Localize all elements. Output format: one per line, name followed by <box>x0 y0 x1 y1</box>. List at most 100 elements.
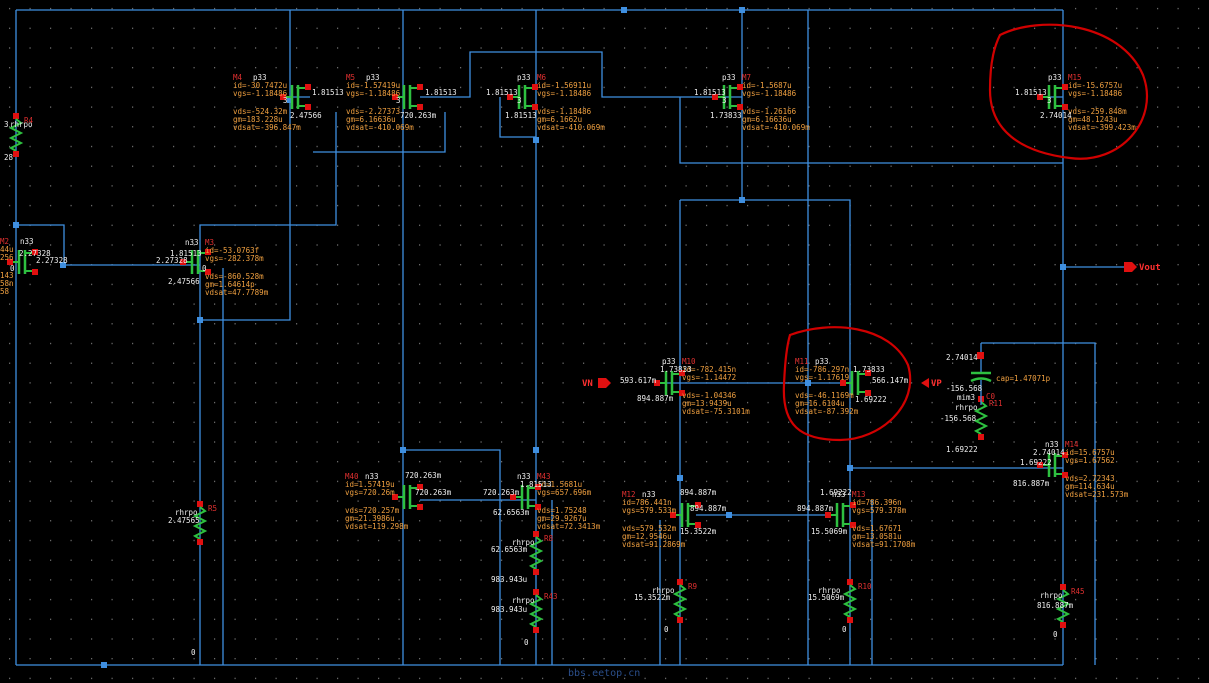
device-model: p33 <box>662 357 676 366</box>
device-param: id=-1.57419u <box>346 81 400 90</box>
resistor-model: rhrpo <box>955 403 978 412</box>
transistor-m14[interactable]: M14n33id=15.6757uvgs=1.67562vds=2.72343g… <box>1013 440 1129 499</box>
device-param: vdsat=-410.069m <box>346 123 414 132</box>
device-param: gm=21.3986u <box>345 514 395 523</box>
device-net-label: 720.263m <box>405 471 442 480</box>
transistor-m13[interactable]: M13n33id=786.396nvgs=579.378mvds=1.67671… <box>797 488 916 549</box>
device-param: vdsat=-396.847m <box>233 123 301 132</box>
transistor-m15[interactable]: M15p33id=-15.6757uvgs=-1.18486vds=-259.8… <box>1015 73 1136 132</box>
device-param: vgs=-1.18486 <box>1068 89 1123 98</box>
device-net-label: 1.81513 <box>170 249 202 258</box>
device-pin-number: 3 <box>396 96 401 105</box>
transistor-m3[interactable]: M3n33id=-53.0763fvgs=-282.378mvds=-860.5… <box>156 238 269 297</box>
device-param: vgs=-1.17619 <box>795 373 849 382</box>
device-net-label: 720.263m <box>400 111 437 120</box>
device-param: vgs=-1.18486 <box>537 89 592 98</box>
transistor-m7[interactable]: M7p33id=-1.5687uvgs=-1.18486vds=-1.26166… <box>694 73 810 132</box>
device-net-label: 1.81513 <box>486 88 518 97</box>
device-param: gm=6.16636u <box>346 115 396 124</box>
resistor-value: 0 <box>524 638 529 647</box>
device-param: vds=-1.26166 <box>742 107 797 116</box>
transistor-m6[interactable]: M6p33id=-1.56911uvgs=-1.18486vds=-1.1848… <box>486 73 605 132</box>
device-param: vdsat=91.1708m <box>852 540 916 549</box>
device-pin-number: 3 <box>283 96 288 105</box>
device-param: vdsat=-87.392m <box>795 407 859 416</box>
device-model: p33 <box>517 73 531 82</box>
device-model: n33 <box>642 490 656 499</box>
device-name: M3 <box>205 238 214 247</box>
device-name: M15 <box>1068 73 1082 82</box>
device-param: id=1.5681u <box>537 480 582 489</box>
device-param: gm=13.0581u <box>852 532 902 541</box>
device-param: vgs=579.533m <box>622 506 677 515</box>
device-net-label: 816.887m <box>1013 479 1050 488</box>
resistor-value: 983.943u <box>491 605 527 614</box>
device-net-label: 1.73833 <box>853 365 885 374</box>
device-net-label: 593.617m <box>620 376 657 385</box>
device-param: vdsat=231.573m <box>1065 490 1129 499</box>
device-param: vdsat=72.3413m <box>537 522 601 531</box>
resistor-value: -156.568 <box>940 414 977 423</box>
device-param: vdsat=-410.069m <box>742 123 810 132</box>
transistor-m10[interactable]: M10p33id=-782.415nvgs=-1.14472vds=-1.043… <box>620 357 750 416</box>
device-param: gm=114.634u <box>1065 482 1115 491</box>
resistor-model: rhrpo <box>818 586 841 595</box>
port-vn[interactable]: VN <box>582 378 611 389</box>
device-param: id=-1.5687u <box>742 81 792 90</box>
device-name: M4 <box>233 73 243 82</box>
device-model: n33 <box>1045 440 1059 449</box>
resistor-value: 15.5069m <box>808 593 845 602</box>
device-param: vds=579.532m <box>622 524 677 533</box>
device-param: gm=13.9439u <box>682 399 732 408</box>
annotation-circles <box>782 23 1149 442</box>
wires <box>15 9 1125 666</box>
device-param: id=-782.415n <box>682 365 736 374</box>
port-vp[interactable]: VP <box>921 378 942 389</box>
capacitor-c0[interactable]: 2.74014 -156.568 cap=1.47071p mim3 C0 <box>946 343 1051 405</box>
device-param: vds=-259.848m <box>1068 107 1127 116</box>
device-param: vdsat=119.298m <box>345 522 409 531</box>
device-name: M43 <box>537 472 551 481</box>
device-pin-number: 3 <box>722 96 727 105</box>
device-param: gm=29.9267u <box>537 514 587 523</box>
device-param: vds=2.72343 <box>1065 474 1115 483</box>
port-vout[interactable]: Vout <box>1124 262 1161 273</box>
watermark: bbs.eetop.cn <box>568 668 640 679</box>
device-net-label: 720.263m <box>415 488 452 497</box>
device-param: 58n <box>0 279 14 288</box>
transistor-m43[interactable]: M43n33id=1.5681uvgs=657.696mvds=1.75248g… <box>483 472 601 531</box>
device-param: 256 <box>0 253 14 262</box>
device-param: gm=48.1243u <box>1068 115 1118 124</box>
resistor-name: R8 <box>544 534 554 543</box>
device-param: gm=12.9546u <box>622 532 672 541</box>
resistor-value: 0 <box>664 625 669 634</box>
resistor-name: R45 <box>1071 587 1085 596</box>
cap-node-top: 2.74014 <box>946 353 978 362</box>
device-net-label: 2.27328 <box>36 256 68 265</box>
device-param: id=15.6757u <box>1065 448 1115 457</box>
resistor-value: 816.887m <box>1037 601 1074 610</box>
device-param: vgs=657.696m <box>537 488 592 497</box>
device-param: vds=720.257m <box>345 506 400 515</box>
device-param: vds=-2.27373 <box>346 107 400 116</box>
device-name: M12 <box>622 490 636 499</box>
device-model: n33 <box>832 490 846 499</box>
device-param: gm=6.1662u <box>537 115 582 124</box>
device-name: M6 <box>537 73 547 82</box>
resistor-value: 983.943u <box>491 575 527 584</box>
device-net-label: 1.81513 <box>520 480 552 489</box>
